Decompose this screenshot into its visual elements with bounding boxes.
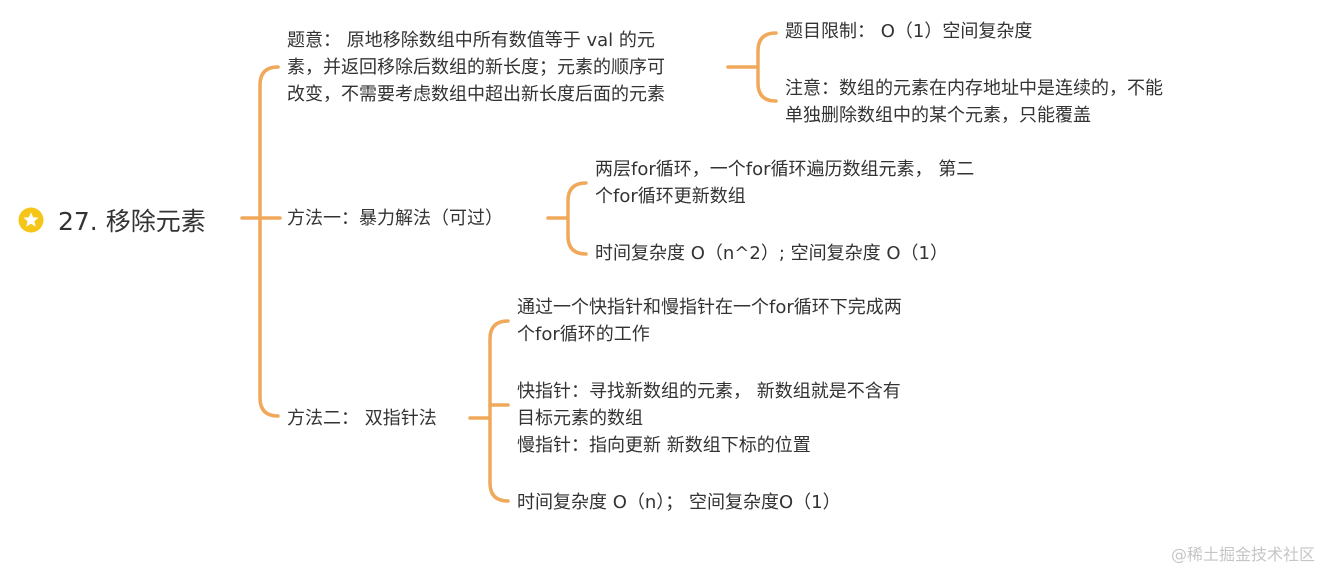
node-line: 方法一：暴力解法（可过） <box>287 208 503 229</box>
bracket-method2 <box>488 319 510 503</box>
node-limit[interactable]: 题目限制： O（1）空间复杂度 <box>785 18 1032 45</box>
node-line: 慢指针：指向更新 新数组下标的位置 <box>517 435 811 456</box>
node-m2-pointers[interactable]: 快指针：寻找新数组的元素， 新数组就是不含有 目标元素的数组 慢指针：指向更新 … <box>517 378 901 459</box>
node-method2[interactable]: 方法二： 双指针法 <box>287 405 437 432</box>
bracket-main <box>258 65 280 418</box>
node-line: 题意： 原地移除数组中所有数值等于 val 的元 <box>287 30 655 51</box>
node-m2-complexity[interactable]: 时间复杂度 O（n）； 空间复杂度O（1） <box>517 489 841 516</box>
node-m2-desc[interactable]: 通过一个快指针和慢指针在一个for循环下完成两 个for循环的工作 <box>517 294 902 348</box>
node-m1-desc[interactable]: 两层for循环，一个for循环遍历数组元素， 第二 个for循环更新数组 <box>595 156 974 210</box>
node-line: 时间复杂度 O（n^2）; 空间复杂度 O（1） <box>595 243 948 264</box>
node-note[interactable]: 注意：数组的元素在内存地址中是连续的，不能 单独删除数组中的某个元素，只能覆盖 <box>785 75 1163 129</box>
node-line: 个for循环更新数组 <box>595 186 746 207</box>
bracket-method1 <box>566 181 588 256</box>
watermark: @稀土掘金技术社区 <box>1170 545 1315 564</box>
node-line: 单独删除数组中的某个元素，只能覆盖 <box>785 105 1091 126</box>
node-line: 素，并返回移除后数组的新长度；元素的顺序可 <box>287 57 665 78</box>
node-method1[interactable]: 方法一：暴力解法（可过） <box>287 205 503 232</box>
star-icon <box>18 207 44 233</box>
node-line: 快指针：寻找新数组的元素， 新数组就是不含有 <box>517 381 901 402</box>
node-topic[interactable]: 题意： 原地移除数组中所有数值等于 val 的元 素，并返回移除后数组的新长度；… <box>287 27 665 108</box>
root-node[interactable]: 27. 移除元素 <box>18 200 206 240</box>
node-line: 注意：数组的元素在内存地址中是连续的，不能 <box>785 78 1163 99</box>
node-line: 改变，不需要考虑数组中超出新长度后面的元素 <box>287 84 665 105</box>
bracket-topic <box>756 31 778 103</box>
node-line: 方法二： 双指针法 <box>287 408 437 429</box>
node-line: 通过一个快指针和慢指针在一个for循环下完成两 <box>517 297 902 318</box>
root-label: 27. 移除元素 <box>58 207 206 236</box>
node-line: 目标元素的数组 <box>517 408 643 429</box>
node-line: 题目限制： O（1）空间复杂度 <box>785 21 1033 42</box>
node-m1-complexity[interactable]: 时间复杂度 O（n^2）; 空间复杂度 O（1） <box>595 240 948 267</box>
node-line: 时间复杂度 O（n）； 空间复杂度O（1） <box>517 492 841 513</box>
node-line: 两层for循环，一个for循环遍历数组元素， 第二 <box>595 159 975 180</box>
node-line: 个for循环的工作 <box>517 324 650 345</box>
